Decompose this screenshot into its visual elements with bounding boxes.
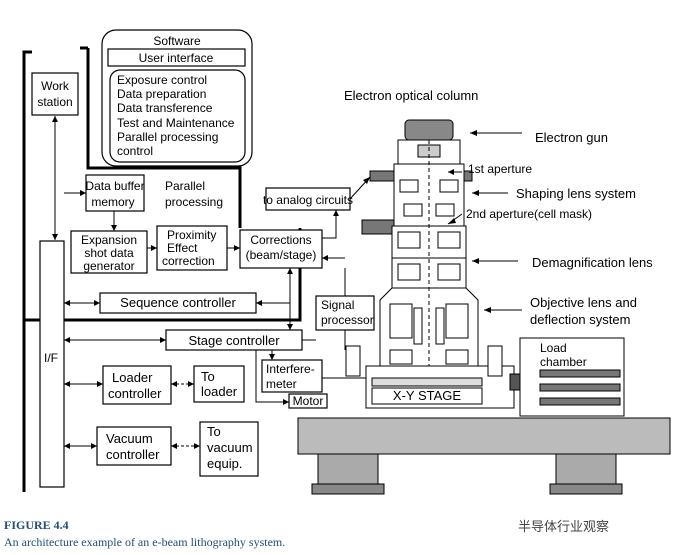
stage-controller-block: Stage controller <box>165 329 303 351</box>
to-vacuum-block <box>199 421 259 477</box>
svg-text:Signal: Signal <box>321 298 354 312</box>
figure-caption: An architecture example of an e-beam lit… <box>4 535 286 549</box>
svg-text:meter: meter <box>266 377 297 391</box>
data-buffer-block: Data buffer memory <box>85 174 145 212</box>
column-title: Electron optical column <box>344 88 478 103</box>
svg-text:station: station <box>37 95 72 109</box>
vacuum-controller-block: Vacuum controller <box>96 426 172 466</box>
signal-processor-block: Signal processor <box>315 295 375 331</box>
svg-text:loader: loader <box>201 384 238 399</box>
svg-text:vacuum: vacuum <box>207 440 253 455</box>
svg-text:to analog circuits: to analog circuits <box>263 193 353 207</box>
svg-text:Effect: Effect <box>167 241 198 255</box>
workstation-block: Work station <box>31 72 79 116</box>
analog-block: to analog circuits <box>263 187 353 211</box>
watermark-text: 半导体行业观察 <box>518 520 610 535</box>
ws-if-link <box>52 116 58 240</box>
svg-text:correction: correction <box>162 254 215 268</box>
svg-text:Expansion: Expansion <box>81 233 137 247</box>
expansion-block: Expansion shot data generator <box>70 230 148 274</box>
svg-text:deflection system: deflection system <box>530 312 630 327</box>
svg-text:Loader: Loader <box>112 370 153 385</box>
user-interface-label: User interface <box>139 51 214 65</box>
svg-text:Stage controller: Stage controller <box>188 333 280 348</box>
svg-text:processor: processor <box>321 313 374 327</box>
software-item: Exposure control <box>117 73 207 87</box>
svg-text:Corrections: Corrections <box>250 233 311 247</box>
label-2nd-aperture: 2nd aperture(cell mask) <box>466 207 592 221</box>
svg-text:Interfere-: Interfere- <box>266 362 315 376</box>
figure-number: FIGURE 4.4 <box>4 518 69 532</box>
svg-text:Motor: Motor <box>293 394 324 408</box>
svg-text:memory: memory <box>91 195 134 209</box>
svg-text:Sequence controller: Sequence controller <box>120 295 236 310</box>
software-item: control <box>117 144 153 158</box>
svg-text:(beam/stage): (beam/stage) <box>246 248 317 262</box>
column-annotations: Electron optical column Electron gun 1st… <box>344 88 653 327</box>
if-block: I/F <box>39 240 65 488</box>
svg-text:shot data: shot data <box>84 246 134 260</box>
label-demagnification: Demagnification lens <box>532 255 653 270</box>
software-title: Software <box>153 34 201 48</box>
software-item: Data transference <box>117 101 213 115</box>
software-item: Parallel processing <box>117 130 218 144</box>
svg-text:Vacuum: Vacuum <box>106 431 153 446</box>
svg-text:To: To <box>201 369 215 384</box>
software-item: Data preparation <box>117 87 206 101</box>
sequence-controller-block: Sequence controller <box>99 292 257 314</box>
if-label: I/F <box>44 351 58 365</box>
svg-text:Proximity: Proximity <box>167 228 216 242</box>
workstation-label: Work <box>41 79 70 93</box>
svg-text:Data buffer: Data buffer <box>85 179 144 193</box>
label-electron-gun: Electron gun <box>535 130 608 145</box>
corrections-block: Corrections (beam/stage) <box>239 229 323 269</box>
svg-text:equip.: equip. <box>207 456 242 471</box>
label-shaping-lens: Shaping lens system <box>516 186 636 201</box>
label-1st-aperture: 1st aperture <box>468 162 532 176</box>
load-chamber-label: Load <box>540 341 567 355</box>
svg-text:controller: controller <box>106 447 160 462</box>
software-panel: Software User interface Exposure control… <box>101 29 253 167</box>
electron-column-drawing: X-Y STAGE Load chamber <box>297 119 671 495</box>
svg-text:To: To <box>207 424 221 439</box>
label-objective-lens: Objective lens and <box>530 295 637 310</box>
svg-text:chamber: chamber <box>540 355 587 369</box>
svg-text:processing: processing <box>165 195 223 209</box>
xy-stage-label: X-Y STAGE <box>393 388 461 403</box>
loader-controller-block: Loader controller <box>102 365 172 405</box>
svg-text:generator: generator <box>83 259 134 273</box>
proximity-block: Proximity Effect correction <box>156 225 228 271</box>
interferometer-block: Interfere- meter <box>261 359 323 393</box>
svg-text:controller: controller <box>108 386 162 401</box>
motor-block: Motor <box>288 393 328 409</box>
parallel-label: Parallel <box>165 179 205 193</box>
software-item: Test and Maintenance <box>117 116 235 130</box>
